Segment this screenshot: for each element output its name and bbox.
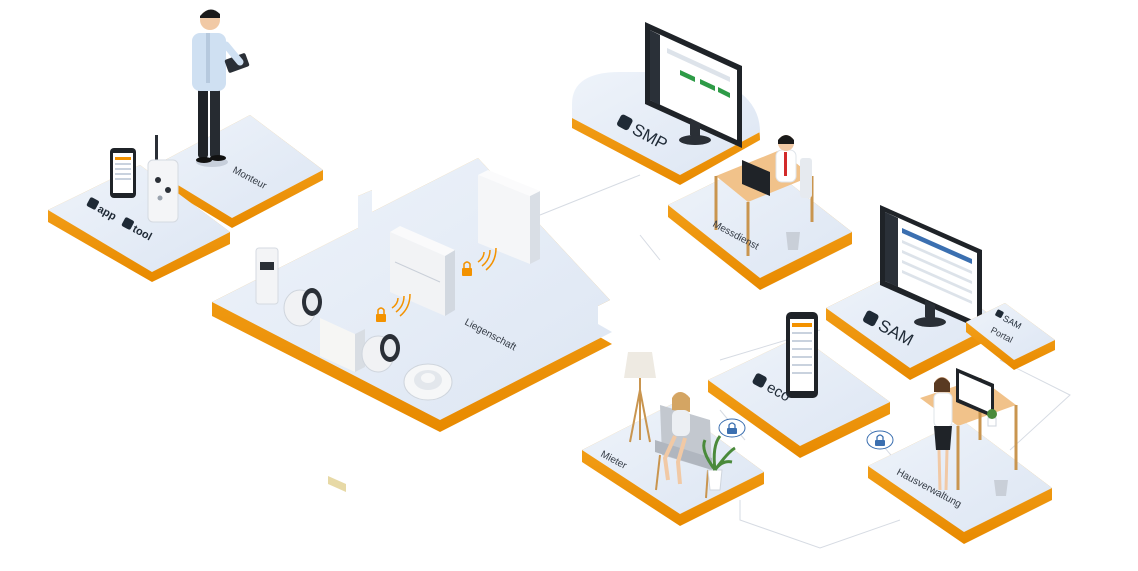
lock-icon: [718, 418, 746, 438]
sam-monitor: [880, 205, 982, 330]
trash-bin-icon: [994, 480, 1008, 496]
trash-bin-icon: [786, 232, 800, 250]
messdienst-person: [775, 135, 812, 198]
installer-person: [192, 9, 250, 163]
monteur-platform: [150, 115, 323, 228]
plant-icon: [987, 409, 997, 427]
mieter-person: [662, 392, 690, 485]
heat-meter: [320, 318, 365, 493]
wifi-signal-icon: [477, 247, 497, 271]
app-tool-platform: [48, 165, 230, 282]
messdienst-monitor: [742, 160, 770, 196]
smartphone-device: [110, 148, 136, 198]
tool-device: [147, 135, 179, 223]
sam-portal-platform: [966, 303, 1055, 370]
eco-smartphone-device: [786, 312, 818, 398]
hausverwaltung-person: [933, 377, 953, 491]
water-meter-2: [361, 334, 400, 373]
plant-icon: [702, 435, 736, 491]
wifi-signal-icon: [391, 293, 411, 317]
heat-cost-allocator: [255, 247, 279, 305]
hausverwaltung-monitor: [956, 368, 994, 418]
lock-icon: [866, 430, 894, 450]
lamp-icon: [624, 352, 656, 443]
messdienst-platform: [668, 160, 852, 290]
gateway-device-large: [478, 170, 540, 264]
gateway-device: [390, 226, 455, 316]
lock-icon: [462, 261, 472, 276]
hausverwaltung-platform: [868, 420, 1052, 544]
lock-icon: [376, 307, 386, 322]
smp-monitor: [645, 22, 742, 148]
smoke-detector: [403, 363, 453, 401]
water-meter-1: [283, 288, 322, 327]
